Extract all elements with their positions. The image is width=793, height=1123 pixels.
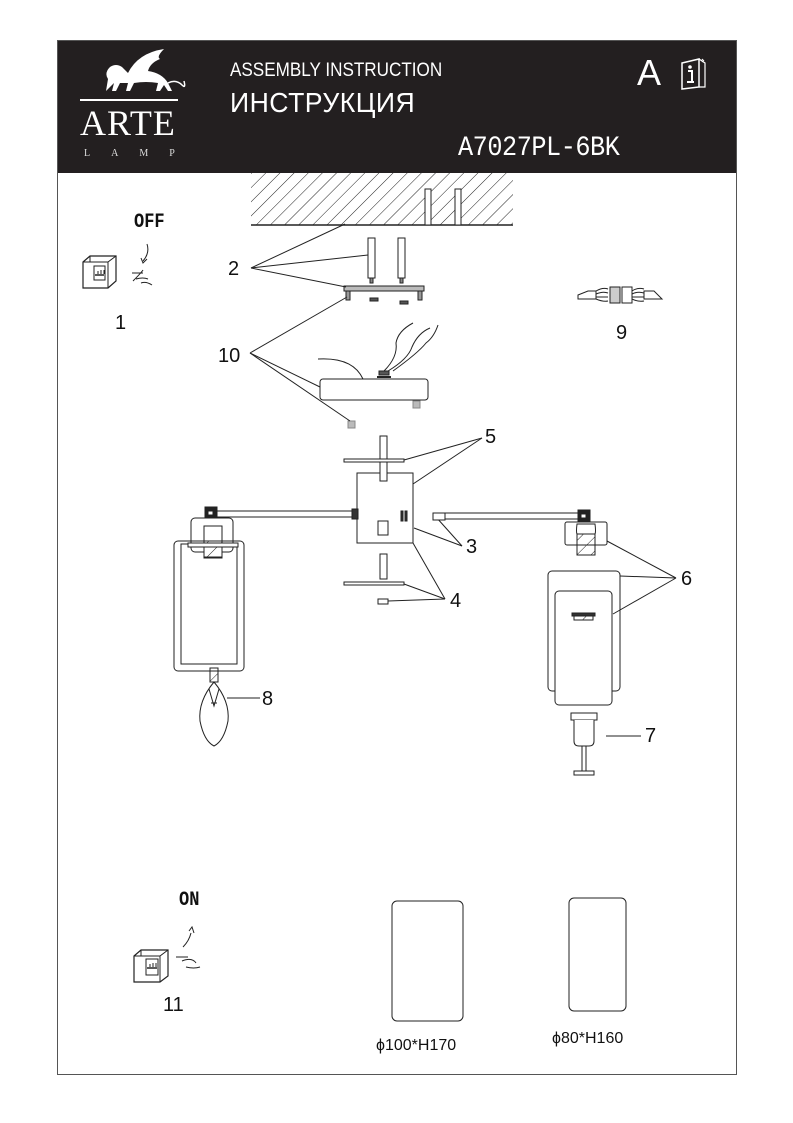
left-arm [215, 510, 358, 518]
info-book-icon [681, 58, 706, 90]
ceiling-hatch [251, 173, 513, 225]
header-bar: ARTE LAMP ASSEMBLY INSTRUCTION ИНСТРУКЦИ… [58, 41, 736, 173]
instruction-sheet: ARTE LAMP ASSEMBLY INSTRUCTION ИНСТРУКЦИ… [57, 40, 737, 1075]
step-number-11: 11 [163, 994, 184, 1016]
wall-plug-1 [424, 188, 432, 226]
shade-size-small: ϕ80*H160 [552, 1030, 624, 1047]
screw-1 [367, 237, 376, 279]
callout-7: 7 [645, 725, 657, 747]
callout-8: 8 [262, 688, 274, 710]
right-arm [444, 512, 586, 520]
title-english: ASSEMBLY INSTRUCTION [230, 60, 443, 81]
bulb [199, 681, 229, 747]
switch-on-illustration [133, 925, 201, 983]
screw-2 [397, 237, 406, 279]
off-label: OFF [134, 211, 165, 234]
callout-5: 5 [485, 426, 497, 448]
shade-nut [573, 720, 595, 747]
shade-size-large: ϕ100*H170 [376, 1037, 457, 1054]
winged-lion-logo-icon [106, 49, 186, 91]
doc-letter: A [637, 52, 662, 93]
mounting-bracket [343, 285, 425, 292]
wall-plug-2 [454, 188, 462, 226]
shade-large-outline [391, 900, 464, 1022]
callout-4: 4 [450, 590, 462, 612]
model-number: A7027PL-6BK [458, 133, 620, 164]
callout-9: 9 [616, 322, 628, 344]
logo-rule [80, 99, 178, 101]
callout-2: 2 [228, 258, 240, 280]
brand-name: ARTE [80, 103, 176, 143]
on-label: ON [179, 889, 200, 912]
canopy [319, 378, 429, 401]
step-number-1: 1 [115, 312, 127, 334]
assembly-diagram [82, 173, 677, 1022]
callout-6: 6 [681, 568, 693, 590]
callout-3: 3 [466, 536, 478, 558]
left-shade-outer [173, 540, 245, 672]
right-shade-inner [554, 590, 613, 706]
switch-off-illustration [82, 243, 153, 289]
callout-10: 10 [218, 345, 241, 367]
shade-small-outline [568, 897, 627, 1012]
brand-subtitle: LAMP [84, 148, 196, 159]
left-shade-inner [180, 543, 238, 665]
terminal-block [577, 286, 664, 304]
title-russian: ИНСТРУКЦИЯ [230, 87, 416, 118]
